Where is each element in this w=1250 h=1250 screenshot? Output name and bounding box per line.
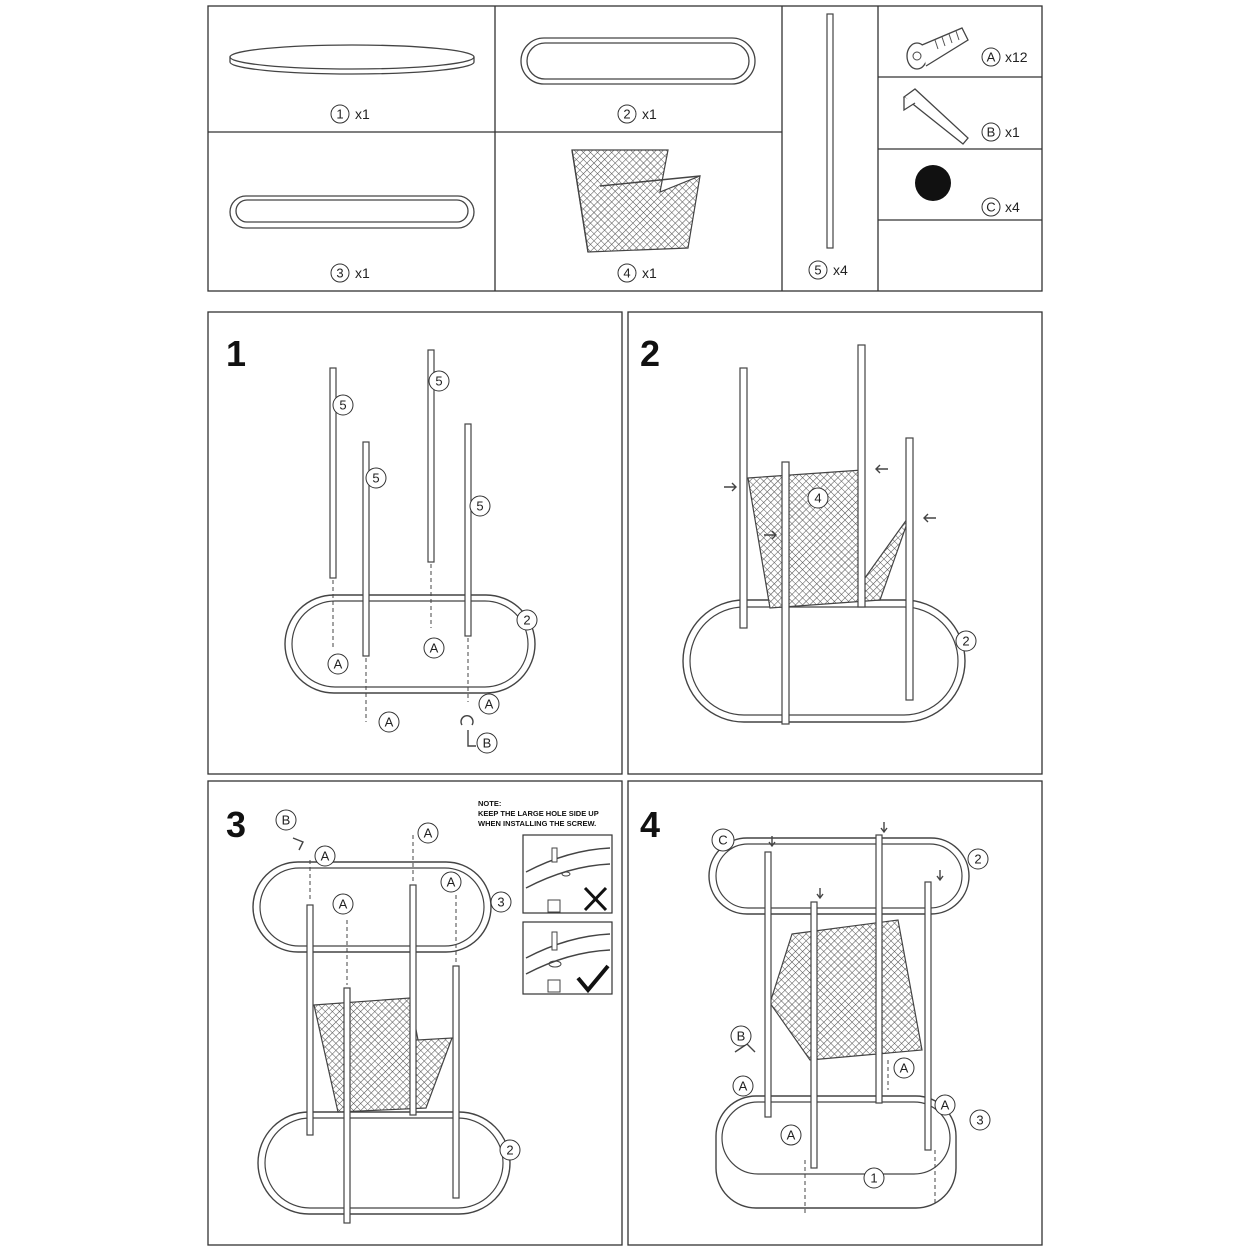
callout-label: B [282,813,291,828]
callout-label: 3 [976,1113,983,1128]
hardware-a-label: A x12 [981,47,1028,67]
callout-label: 2 [506,1143,513,1158]
callout-label: 5 [339,398,346,413]
step-2-illustration [682,344,966,725]
note-title: NOTE: [478,799,501,808]
note-line-2: WHEN INSTALLING THE SCREW. [478,819,596,828]
step-3-panel [207,780,623,1246]
callout-label: A [430,641,439,656]
part-2-label: 2 x1 [617,104,657,124]
part-3-label: 3 x1 [330,263,370,283]
part-2-number: 2 [623,107,630,122]
callout-label: 5 [372,471,379,486]
callout-label: 5 [476,499,483,514]
part-1-tabletop [229,44,475,75]
callout-label: A [334,657,343,672]
step-4-callouts: C 2 B A A A A 3 1 [711,828,991,1189]
callout-label: 4 [814,491,821,506]
callout-label: 3 [497,895,504,910]
callout-label: A [385,715,394,730]
callout-label: A [941,1098,950,1113]
hardware-c-letter: C [986,200,995,215]
callout-label: A [339,897,348,912]
hardware-b-label: B x1 [981,122,1020,142]
step-2-panel [627,311,1043,775]
hardware-a-qty: x12 [1005,49,1028,65]
callout-label: 2 [523,613,530,628]
cap-icon [915,165,951,201]
callout-label: B [483,736,492,751]
note-line-1: KEEP THE LARGE HOLE SIDE UP [478,809,599,818]
part-2-upper-frame [520,37,756,85]
callout-label: 2 [974,852,981,867]
step-1-panel [207,311,623,775]
allen-key-icon [902,88,969,145]
callout-label: B [737,1029,746,1044]
hardware-a-letter: A [987,50,996,65]
callout-label: C [718,833,727,848]
cross-mark-icon [583,886,608,912]
callout-label: A [900,1061,909,1076]
step-1-number: 1 [226,333,246,374]
part-4-label: 4 x1 [617,263,657,283]
part-1-number: 1 [336,107,343,122]
step-4-illustration [708,822,970,1215]
step-4-panel [627,780,1043,1246]
step-4-number: 4 [640,804,660,845]
checkmark-icon [576,964,610,994]
step-3-number: 3 [226,804,246,845]
callout-label: A [485,697,494,712]
part-5-qty: x4 [833,262,848,278]
callout-label: A [787,1128,796,1143]
part-1-qty: x1 [355,106,370,122]
hardware-b-qty: x1 [1005,124,1020,140]
part-4-mesh-basket [571,149,701,253]
screw-icon [906,27,969,70]
step-3-note: NOTE: KEEP THE LARGE HOLE SIDE UP WHEN I… [478,799,599,828]
step-1-illustration [284,349,536,747]
step-3-illustration [252,835,511,1224]
callout-label: A [424,826,433,841]
callout-label: 1 [870,1171,877,1186]
step-2-callouts: 4 2 [807,487,977,652]
step-3-callouts: B A A A A 3 2 [275,809,521,1161]
hardware-b-letter: B [987,125,996,140]
part-5-label: 5 x4 [808,260,848,280]
part-2-qty: x1 [642,106,657,122]
callout-label: 2 [962,634,969,649]
correct-example-box [522,921,613,995]
part-4-number: 4 [623,266,630,281]
part-3-lower-frame [229,195,475,229]
step-2-number: 2 [640,333,660,374]
part-3-number: 3 [336,266,343,281]
part-3-qty: x1 [355,265,370,281]
part-5-number: 5 [814,263,821,278]
callout-label: A [739,1079,748,1094]
part-5-leg-tube [826,13,834,249]
callout-label: A [321,849,330,864]
callout-label: A [447,875,456,890]
part-1-label: 1 x1 [330,104,370,124]
step-1-callouts: 5 5 5 5 2 A A A A B [327,370,538,754]
hardware-c-qty: x4 [1005,199,1020,215]
callout-label: 5 [435,374,442,389]
hardware-c-label: C x4 [981,197,1020,217]
part-4-qty: x1 [642,265,657,281]
parts-table [207,5,1043,292]
